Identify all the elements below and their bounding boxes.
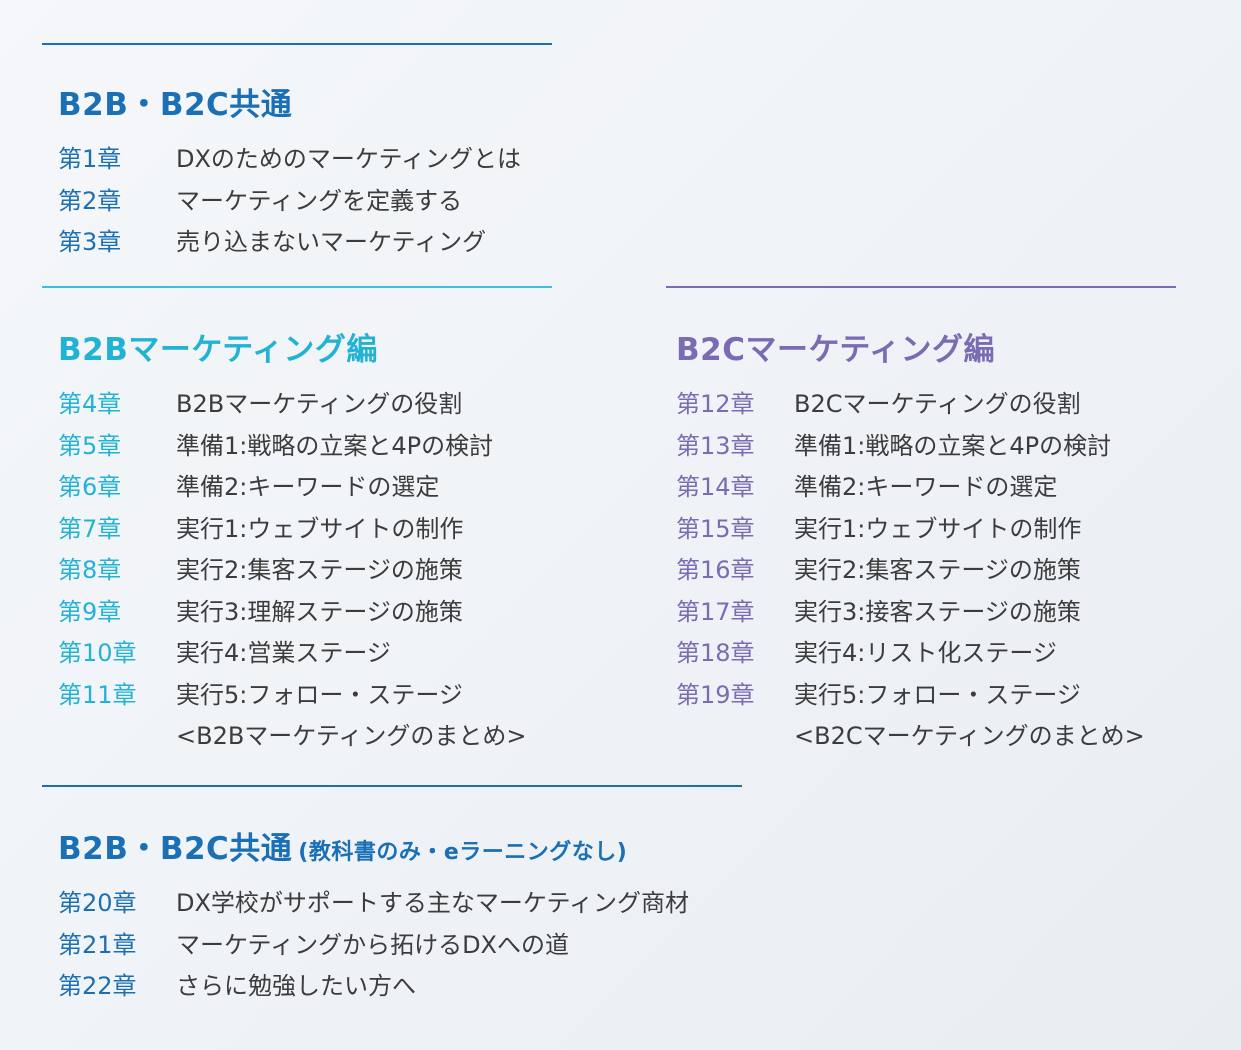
chapter-number: 第7章 [58, 514, 122, 543]
chapter-row: 第5章 準備1:戦略の立案と4Pの検討 [58, 423, 552, 465]
section-heading-main: B2B・B2C共通 [58, 831, 293, 867]
chapter-title: 実行1:ウェブサイトの制作 [176, 514, 464, 543]
chapter-row: 第4章 B2Bマーケティングの役割 [58, 381, 552, 423]
chapter-list: 第4章 B2Bマーケティングの役割 第5章 準備1:戦略の立案と4Pの検討 第6章 準… [58, 381, 552, 755]
chapter-number: 第4章 [58, 390, 122, 419]
chapter-number: 第5章 [58, 431, 122, 460]
chapter-row: 第22章 さらに勉強したい方へ [58, 963, 742, 1005]
chapter-row: 第15章 実行1:ウェブサイトの制作 [676, 506, 1176, 548]
chapter-row: 第8章 実行2:集客ステージの施策 [58, 547, 552, 589]
chapter-title: マーケティングから拓けるDXへの道 [176, 930, 570, 959]
divider [42, 785, 742, 787]
section-heading: B2Bマーケティング編 [58, 332, 378, 368]
chapter-title: 実行3:理解ステージの施策 [176, 597, 463, 626]
section-heading: B2B・B2C共通 [58, 87, 293, 123]
section-heading: B2B・B2C共通(教科書のみ・eラーニングなし) [58, 823, 742, 868]
chapter-number: 第20章 [58, 889, 137, 918]
chapter-list: 第20章 DX学校がサポートする主なマーケティング商材 第21章 マーケティングから… [58, 880, 742, 1005]
chapter-list: 第1章 DXのためのマーケティングとは 第2章 マーケティングを定義する 第3章 売り… [58, 136, 552, 261]
chapter-row: 第10章 実行4:営業ステージ [58, 630, 552, 672]
summary-title: <B2Cマーケティングのまとめ> [794, 722, 1145, 751]
chapter-title: 実行5:フォロー・ステージ [794, 680, 1081, 709]
chapter-row: 第21章 マーケティングから拓けるDXへの道 [58, 922, 742, 964]
chapter-row: 第18章 実行4:リスト化ステージ [676, 630, 1176, 672]
chapter-number: 第19章 [676, 680, 755, 709]
chapter-title: 実行1:ウェブサイトの制作 [794, 514, 1082, 543]
chapter-row: 第13章 準備1:戦略の立案と4Pの検討 [676, 423, 1176, 465]
chapter-number: 第14章 [676, 473, 755, 502]
chapter-number: 第15章 [676, 514, 755, 543]
chapter-row: 第2章 マーケティングを定義する [58, 178, 552, 220]
chapter-number: 第22章 [58, 972, 137, 1001]
chapter-number: 第17章 [676, 597, 755, 626]
chapter-row: 第7章 実行1:ウェブサイトの制作 [58, 506, 552, 548]
chapter-title: DXのためのマーケティングとは [176, 145, 522, 174]
chapter-number: 第6章 [58, 473, 122, 502]
chapter-title: 実行2:集客ステージの施策 [794, 556, 1081, 585]
chapter-title: 準備2:キーワードの選定 [794, 473, 1058, 502]
chapter-title: 実行4:営業ステージ [176, 639, 391, 668]
chapter-title: さらに勉強したい方へ [176, 972, 416, 1001]
divider [666, 286, 1176, 288]
section-heading: B2Cマーケティング編 [676, 332, 995, 368]
divider [42, 286, 552, 288]
chapter-row: 第3章 売り込まないマーケティング [58, 219, 552, 261]
chapter-row: 第1章 DXのためのマーケティングとは [58, 136, 552, 178]
chapter-row: 第11章 実行5:フォロー・ステージ [58, 672, 552, 714]
chapter-title: 実行3:接客ステージの施策 [794, 597, 1081, 626]
chapter-title: 準備1:戦略の立案と4Pの検討 [176, 431, 494, 460]
summary-title: <B2Bマーケティングのまとめ> [176, 722, 527, 751]
divider [42, 43, 552, 45]
chapter-title: 実行2:集客ステージの施策 [176, 556, 463, 585]
chapter-title: 準備2:キーワードの選定 [176, 473, 440, 502]
chapter-title: 実行5:フォロー・ステージ [176, 680, 463, 709]
chapter-number: 第16章 [676, 556, 755, 585]
chapter-row: 第16章 実行2:集客ステージの施策 [676, 547, 1176, 589]
chapter-row: 第19章 実行5:フォロー・ステージ [676, 672, 1176, 714]
section-b2c: B2Cマーケティング編 第12章 B2Cマーケティングの役割 第13章 準備1:戦略… [666, 286, 1176, 755]
chapter-title: 売り込まないマーケティング [176, 228, 487, 257]
chapter-title: 実行4:リスト化ステージ [794, 639, 1057, 668]
chapter-number: 第2章 [58, 186, 122, 215]
chapter-title: B2Bマーケティングの役割 [176, 390, 463, 419]
chapter-row: <B2Bマーケティングのまとめ> [58, 713, 552, 755]
section-common-textbook: B2B・B2C共通(教科書のみ・eラーニングなし) 第20章 DX学校がサポートす… [42, 785, 742, 1005]
chapter-number: 第8章 [58, 556, 122, 585]
chapter-title: DX学校がサポートする主なマーケティング商材 [176, 889, 690, 918]
chapter-row: 第12章 B2Cマーケティングの役割 [676, 381, 1176, 423]
chapter-number: 第1章 [58, 145, 122, 174]
chapter-number: 第12章 [676, 390, 755, 419]
chapter-list: 第12章 B2Cマーケティングの役割 第13章 準備1:戦略の立案と4Pの検討 第1… [676, 381, 1176, 755]
chapter-number: 第21章 [58, 930, 137, 959]
chapter-number: 第10章 [58, 639, 137, 668]
chapter-title: 準備1:戦略の立案と4Pの検討 [794, 431, 1112, 460]
chapter-row: <B2Cマーケティングのまとめ> [676, 713, 1176, 755]
chapter-number: 第3章 [58, 228, 122, 257]
chapter-number: 第13章 [676, 431, 755, 460]
chapter-title: マーケティングを定義する [176, 186, 463, 215]
chapter-row: 第14章 準備2:キーワードの選定 [676, 464, 1176, 506]
section-b2b: B2Bマーケティング編 第4章 B2Bマーケティングの役割 第5章 準備1:戦略の立… [42, 286, 552, 755]
chapter-row: 第17章 実行3:接客ステージの施策 [676, 589, 1176, 631]
section-heading-note: (教科書のみ・eラーニングなし) [298, 840, 628, 865]
chapter-row: 第6章 準備2:キーワードの選定 [58, 464, 552, 506]
chapter-title: B2Cマーケティングの役割 [794, 390, 1081, 419]
chapter-number: 第11章 [58, 680, 137, 709]
chapter-row: 第20章 DX学校がサポートする主なマーケティング商材 [58, 880, 742, 922]
section-common: B2B・B2C共通 第1章 DXのためのマーケティングとは 第2章 マーケティングを… [42, 43, 552, 261]
chapter-number: 第18章 [676, 639, 755, 668]
chapter-row: 第9章 実行3:理解ステージの施策 [58, 589, 552, 631]
chapter-number: 第9章 [58, 597, 122, 626]
